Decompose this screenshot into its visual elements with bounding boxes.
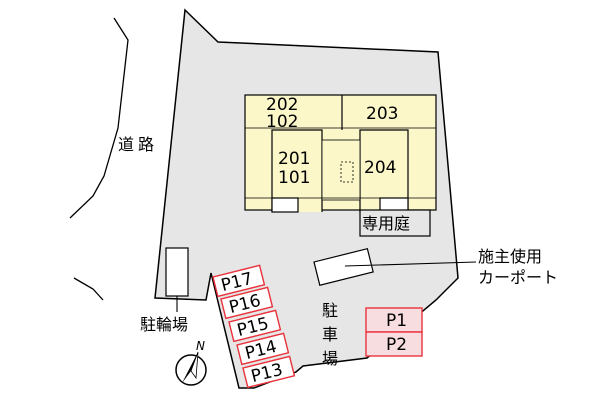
- compass: N: [175, 339, 207, 386]
- unit-102-label: 102: [266, 112, 298, 132]
- north-label: N: [196, 339, 205, 353]
- parking-right-group: P1 P2: [365, 307, 423, 357]
- road-edge-lower: [73, 277, 104, 301]
- owner-carport-label-2: カーポート: [478, 268, 558, 287]
- unit-101-label: 101: [278, 168, 310, 188]
- balcony-left: [271, 197, 299, 213]
- parking-label-3: 場: [322, 349, 338, 368]
- compass-needle-icon: [182, 352, 198, 383]
- apartment-building: [244, 94, 437, 213]
- parking-label-2: 車: [322, 325, 338, 344]
- parking-space-p2: [365, 331, 423, 357]
- carport-leader-line: [344, 261, 477, 267]
- parking-space-p15: [228, 309, 282, 343]
- unit-201-label: 201: [278, 149, 310, 169]
- unit-204-label: 204: [364, 158, 396, 178]
- parking-space-p1: [365, 307, 423, 333]
- bicycle-parking-label: 駐輪場: [140, 315, 188, 334]
- road-lines: [69, 17, 129, 301]
- owner-carport-label-1: 施主使用: [478, 247, 542, 266]
- parking-space-p17: [212, 264, 266, 298]
- parking-space-p16: [220, 286, 274, 320]
- parking-space-p13: [242, 355, 296, 389]
- stair-dashed: [340, 161, 354, 183]
- parking-label-1: 駐: [322, 301, 338, 320]
- road-label-1: 道: [118, 135, 134, 154]
- parking-left-group: P17 P16 P15 P14 P13: [212, 264, 296, 389]
- parking-space-p1-label: P1: [386, 311, 407, 331]
- private-garden-label: 専用庭: [362, 214, 410, 233]
- road-edge-upper: [69, 17, 129, 219]
- road-label-2: 路: [138, 135, 154, 154]
- private-garden-area: [359, 209, 431, 237]
- bicycle-parking-area: [165, 247, 189, 297]
- parking-space-p14: [236, 332, 290, 366]
- parking-space-p2-label: P2: [386, 335, 407, 355]
- unit-203-label: 203: [366, 104, 398, 124]
- unit-202-label: 202: [266, 95, 298, 115]
- owner-carport: [313, 247, 374, 287]
